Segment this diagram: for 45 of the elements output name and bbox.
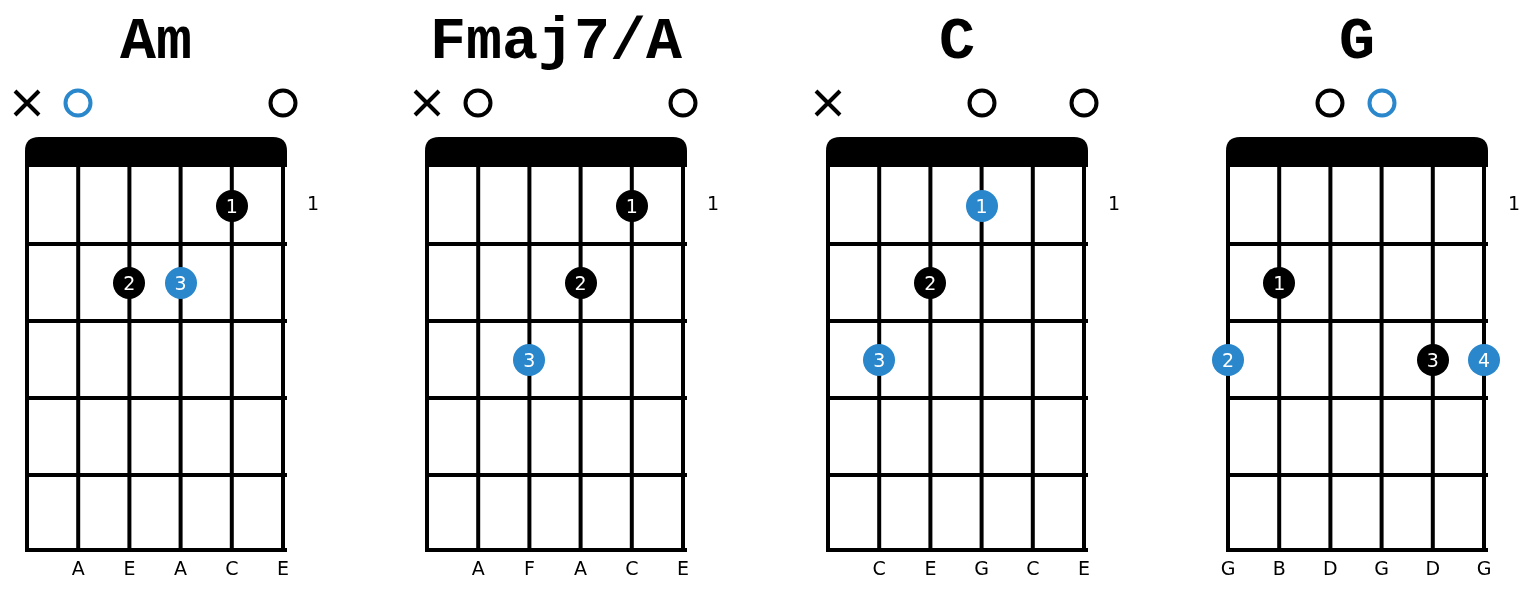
string-note: G (1220, 557, 1236, 579)
fret-number: 1 (306, 192, 320, 214)
finger-dot: 2 (113, 266, 146, 299)
fretboard-drawing (425, 137, 687, 552)
fretboard-drawing (826, 137, 1088, 552)
fretboard-drawing (25, 137, 287, 552)
string-note: C (625, 557, 639, 579)
string-note: A (71, 557, 85, 579)
chord-name: Am (120, 10, 192, 74)
fret-number: 1 (706, 192, 720, 214)
string-note: F (523, 557, 535, 579)
finger-dot: 3 (513, 343, 546, 376)
finger-dot: 4 (1468, 343, 1500, 376)
finger-dot: 1 (1263, 266, 1296, 299)
string-note: C (872, 557, 886, 579)
string-note: C (225, 557, 239, 579)
string-note: D (1323, 557, 1338, 579)
string-note: G (1476, 557, 1492, 579)
string-note: E (924, 557, 937, 579)
finger-dot: 2 (564, 266, 597, 299)
finger-dot: 2 (1212, 343, 1244, 376)
finger-dot: 2 (914, 266, 947, 299)
string-note: A (174, 557, 188, 579)
string-note: E (277, 557, 289, 579)
string-note: E (677, 557, 689, 579)
finger-dot: 3 (164, 266, 197, 299)
string-note: C (1026, 557, 1040, 579)
chord-name: C (939, 10, 975, 74)
chord-name: Fmaj7/A (430, 10, 682, 74)
string-note: E (1078, 557, 1090, 579)
chord-name: G (1339, 10, 1375, 74)
string-note: E (123, 557, 136, 579)
finger-dot: 1 (215, 189, 248, 222)
fret-number: 1 (1107, 192, 1121, 214)
string-note: D (1425, 557, 1441, 579)
fret-number: 1 (1507, 192, 1521, 214)
string-note: B (1272, 557, 1286, 579)
finger-dot: 3 (863, 343, 896, 376)
finger-dot: 3 (1416, 343, 1449, 376)
string-note: A (471, 557, 485, 579)
string-note: G (974, 557, 989, 579)
finger-dot: 1 (615, 189, 648, 222)
string-note: G (1374, 557, 1389, 579)
finger-dot: 1 (965, 189, 998, 222)
string-note: A (574, 557, 588, 579)
